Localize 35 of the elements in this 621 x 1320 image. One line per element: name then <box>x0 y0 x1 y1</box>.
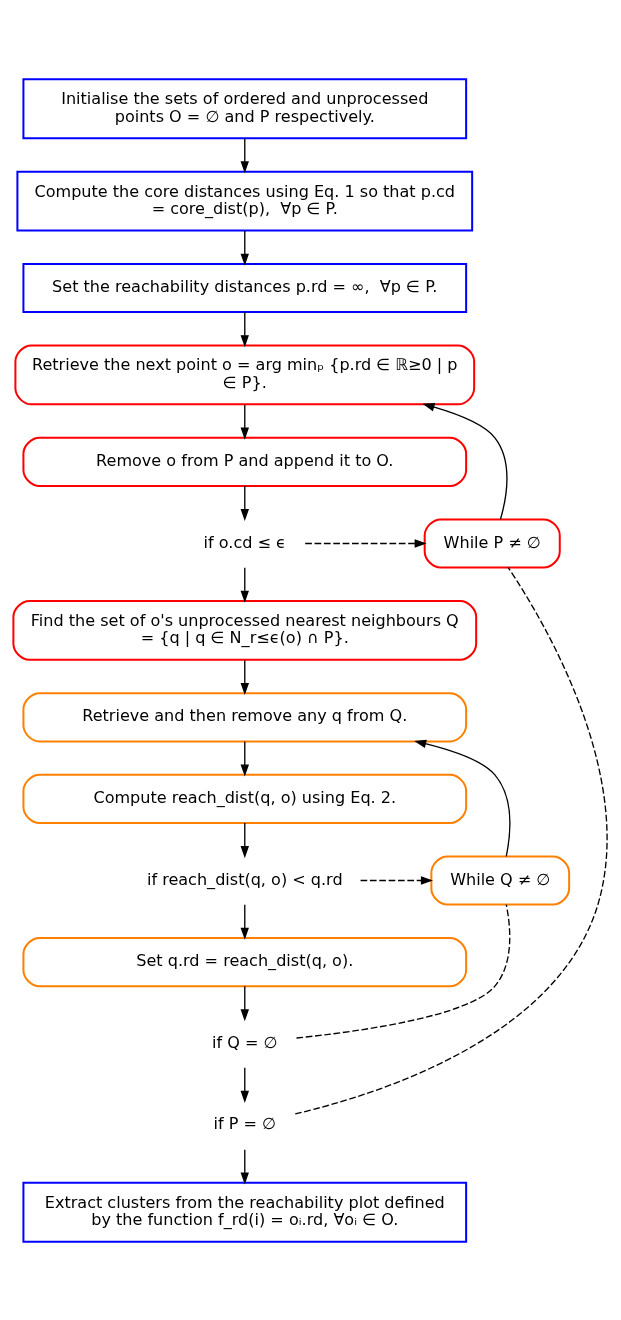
arrow <box>240 1148 249 1184</box>
arrow <box>240 659 249 695</box>
connector <box>294 566 608 1115</box>
node-box: Compute the core distances using Eq. 1 so that p.cd = core_dist(p), ∀p ∈ P. <box>16 170 474 231</box>
node-box: Initialise the sets of ordered and unprocessed points O = ∅ and P respectively. <box>22 77 468 139</box>
node-text: if reach_dist(q, o) < q.rd <box>146 869 343 889</box>
node-box: Set the reachability distances p.rd = ∞, ∀p ∈ P. <box>22 262 468 313</box>
node-box: Extract clusters from the reachability plot defined by the function f_rd(i) = oᵢ.rd, ∀oᵢ ∈ O. <box>22 1181 468 1243</box>
node-box: Set q.rd = reach_dist(q, o). <box>22 936 468 987</box>
arrow <box>240 903 249 940</box>
arrow <box>422 402 508 520</box>
arrow <box>240 137 249 173</box>
node-text: if P = ∅ <box>213 1113 277 1133</box>
arrow <box>414 739 511 857</box>
node-box: Find the set of o's unprocessed nearest neighbours Q = {q | q ∈ N_r≤ϵ(o) ∩ P}. <box>12 599 478 661</box>
node-text: if Q = ∅ <box>212 1032 278 1052</box>
arrow <box>240 311 249 347</box>
arrow <box>240 484 249 521</box>
arrow <box>240 229 249 266</box>
arrow <box>240 403 249 440</box>
arrow <box>240 566 249 603</box>
arrow <box>240 740 249 777</box>
node-box: Compute reach_dist(q, o) using Eq. 2. <box>22 773 468 824</box>
arrow <box>359 875 433 885</box>
node-box: While Q ≠ ∅ <box>430 854 571 906</box>
arrow <box>240 985 249 1021</box>
arrow <box>304 538 427 548</box>
node-box: Retrieve the next point o = arg minₚ {p.rd ∈ ℝ≥0 | p ∈ P}. <box>14 344 476 405</box>
node-text: if o.cd ≤ ϵ <box>203 532 286 552</box>
arrow <box>240 821 249 858</box>
arrow <box>240 1066 249 1103</box>
node-box: While P ≠ ∅ <box>423 517 561 569</box>
node-box: Remove o from P and append it to O. <box>22 436 468 487</box>
node-box: Retrieve and then remove any q from Q. <box>22 691 468 742</box>
connector <box>295 903 511 1039</box>
